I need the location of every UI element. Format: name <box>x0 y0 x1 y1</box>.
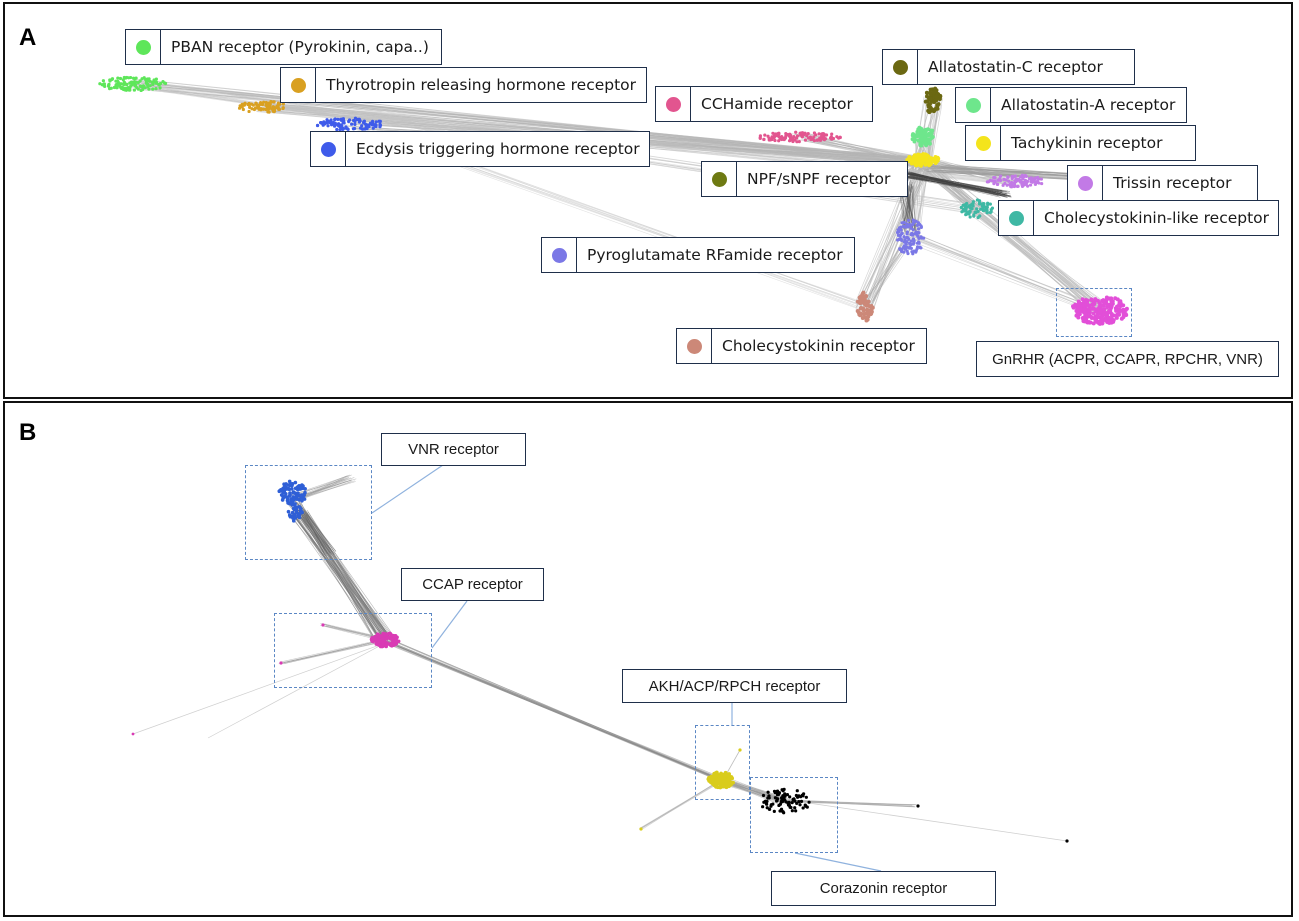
cluster-eth <box>315 116 383 132</box>
cluster-akh <box>706 770 735 790</box>
node-ccap-outlier <box>279 661 283 665</box>
cluster-cck <box>855 290 875 323</box>
label-cckl-receptor: Cholecystokinin-like receptor <box>998 200 1279 236</box>
edge-ccap-far-left-2 <box>207 642 386 739</box>
cluster-asta <box>910 125 935 148</box>
color-dot-icon <box>686 338 702 354</box>
label-gnrhr: GnRHR (ACPR, CCAPR, RPCHR, VNR) <box>976 341 1279 377</box>
edge-cor-far-right <box>794 800 1068 842</box>
akh-cluster-box <box>695 725 750 800</box>
edges-ccap-left <box>278 638 387 665</box>
node-akh-outlier <box>639 827 643 831</box>
panel-a-letter: A <box>19 24 37 51</box>
leader-corazonin <box>794 852 882 872</box>
label-asta-receptor: Allatostatin-A receptor <box>955 87 1187 123</box>
edges-pyro-gnrhr <box>903 232 1108 314</box>
color-dot-icon <box>551 247 567 263</box>
cluster-ccap <box>369 631 401 649</box>
label-ccha-receptor: CCHamide receptor <box>655 86 873 122</box>
label-tk-receptor: Tachykinin receptor <box>965 125 1196 161</box>
label-vnr-receptor: VNR receptor <box>381 433 526 466</box>
edges-vnr-ccap <box>290 508 395 645</box>
label-trh-receptor: Thyrotropin releasing hormone receptor <box>280 67 647 103</box>
node-ccap-outlier-3 <box>131 732 135 736</box>
color-dot-icon <box>965 97 981 113</box>
edges-akh-left <box>639 778 724 830</box>
label-akh-receptor: AKH/ACP/RPCH receptor <box>622 669 847 703</box>
label-eth-receptor: Ecdysis triggering hormone receptor <box>310 131 650 167</box>
label-cck-receptor: Cholecystokinin receptor <box>676 328 927 364</box>
cluster-astc <box>923 86 943 115</box>
label-astc-receptor: Allatostatin-C receptor <box>882 49 1135 85</box>
cluster-pyro <box>895 218 926 256</box>
label-trissin-receptor: Trissin receptor <box>1067 165 1258 201</box>
label-pban-receptor: PBAN receptor (Pyrokinin, capa..) <box>125 29 442 65</box>
cluster-gnrhr <box>1071 295 1129 326</box>
node-cor-outlier-2 <box>916 804 920 808</box>
cluster-vnr <box>277 479 307 507</box>
cluster-tk <box>905 152 941 168</box>
leader-vnr <box>371 464 444 514</box>
cluster-ccha <box>758 130 842 144</box>
cluster-trh <box>237 100 285 114</box>
label-pyroglutamate-receptor: Pyroglutamate RFamide receptor <box>541 237 855 273</box>
edges-ccap-akh <box>381 637 726 783</box>
panel-b: B VNR receptor CCAP receptor AKH/ACP/RPC… <box>3 401 1293 917</box>
color-dot-icon <box>665 96 681 112</box>
color-dot-icon <box>711 171 727 187</box>
cluster-trissin <box>985 173 1044 189</box>
gnrhr-cluster-box <box>1056 288 1132 337</box>
color-dot-icon <box>135 39 151 55</box>
color-dot-icon <box>892 59 908 75</box>
node-akh-outlier-2 <box>738 748 742 752</box>
color-dot-icon <box>320 141 336 157</box>
edges-dark-core <box>899 170 1012 198</box>
node-ccap-outlier-2 <box>321 623 325 627</box>
corazonin-cluster-box <box>750 777 838 853</box>
label-corazonin-receptor: Corazonin receptor <box>771 871 996 906</box>
vnr-cluster-box <box>245 465 372 560</box>
color-dot-icon <box>290 77 306 93</box>
cluster-pban <box>98 75 168 93</box>
leader-ccap <box>431 600 468 649</box>
panel-b-network <box>131 464 1069 872</box>
cluster-vnr-2 <box>286 505 304 523</box>
label-npf-receptor: NPF/sNPF receptor <box>701 161 908 197</box>
label-ccap-receptor: CCAP receptor <box>401 568 544 601</box>
color-dot-icon <box>1077 175 1093 191</box>
cluster-corazonin <box>761 787 811 815</box>
color-dot-icon <box>1008 210 1024 226</box>
cluster-cckl <box>959 198 995 220</box>
panel-b-letter: B <box>19 419 37 446</box>
ccap-cluster-box <box>274 613 432 688</box>
panel-a: A PBAN receptor (Pyrokinin, capa..) Thyr… <box>3 2 1293 399</box>
node-cor-outlier <box>1065 839 1069 843</box>
panel-a-network <box>98 75 1240 326</box>
color-dot-icon <box>975 135 991 151</box>
edge-ccap-far-left <box>132 642 386 735</box>
